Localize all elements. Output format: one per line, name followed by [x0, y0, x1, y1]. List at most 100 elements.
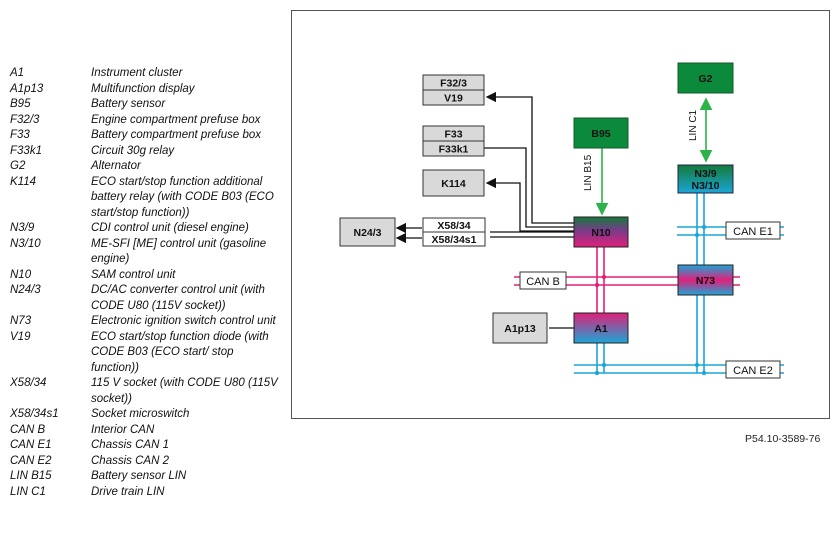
legend-item: X58/34s1 Socket microswitch [10, 407, 290, 423]
legend-description: 115 V socket (with CODE U80 (115V socket… [91, 377, 278, 405]
legend-code: G2 [10, 160, 26, 172]
module-b95: B95 [573, 117, 629, 149]
legend-code: LIN C1 [10, 485, 46, 498]
legend-code: X58/34s1 [10, 408, 59, 420]
g2-label: G2 [698, 73, 712, 85]
module-n10: N10 [573, 216, 629, 248]
legend-code: F33k1 [10, 144, 42, 157]
legend-item: A1p13 Multifunction display [10, 82, 290, 98]
legend-item: F32/3 Engine compartment prefuse box [10, 113, 290, 129]
legend-description: DC/AC converter control unit (with CODE … [91, 284, 265, 312]
legend-description: Chassis CAN 1 [91, 439, 169, 451]
f32-3-label: F32/3 [440, 78, 467, 90]
legend-item: CAN E1 Chassis CAN 1 [10, 438, 290, 454]
k114-label: K114 [441, 178, 466, 190]
x58-34s1-label: X58/34s1 [432, 234, 477, 246]
legend-description: Drive train LIN [91, 485, 165, 498]
legend-code: A1p13 [10, 82, 44, 95]
lin-c1-label: LIN C1 [688, 109, 699, 141]
legend-description: Electronic ignition switch control unit [91, 315, 276, 327]
module-n3-9-n3-10: N3/9 N3/10 [677, 164, 734, 194]
a1p13-label: A1p13 [504, 323, 536, 335]
module-n73: N73 [677, 264, 734, 296]
legend-item: B95 Battery sensor [10, 97, 290, 113]
legend-description: ME-SFI [ME] control unit (gasoline engin… [91, 237, 267, 266]
legend-description: Battery compartment prefuse box [91, 129, 262, 141]
can-e1-label: CAN E1 [733, 226, 773, 238]
module-a1p13: A1p13 [492, 312, 548, 344]
legend-code: LIN B15 [10, 470, 52, 482]
legend-code: CAN E2 [10, 454, 52, 467]
legend-item: A1 Instrument cluster [10, 66, 290, 82]
legend-item: N3/10 ME-SFI [ME] control unit (gasoline … [10, 237, 290, 268]
legend-description: SAM control unit [91, 268, 176, 281]
legend-item: N24/3 DC/AC converter control unit (with … [10, 283, 290, 314]
n10-a1-link [596, 247, 605, 313]
legend-item: LIN C1 Drive train LIN [10, 485, 290, 501]
n24-3-label: N24/3 [353, 227, 381, 239]
legend-code: F32/3 [10, 113, 40, 126]
can-b-tag: CAN B [519, 271, 567, 290]
junction-dots [594, 224, 707, 376]
a1-label: A1 [594, 323, 608, 335]
diagram-svg: LIN B15 LIN C1 F32/3 V19 F33 F33k1 K114 … [339, 62, 784, 379]
legend-code: A1 [10, 67, 25, 79]
a1-can-e2-link [596, 343, 605, 373]
n3-9-can-link [696, 193, 705, 373]
n73-label: N73 [696, 275, 715, 287]
legend-description: Engine compartment prefuse box [91, 113, 261, 126]
f33-label: F33 [444, 129, 462, 141]
x58-34-label: X58/34 [437, 220, 470, 232]
can-e2-tag: CAN E2 [725, 360, 781, 379]
legend-item: CAN E2 Chassis CAN 2 [10, 454, 290, 470]
legend-code: N3/9 [10, 222, 35, 234]
can-e2-label: CAN E2 [733, 365, 773, 377]
legend-description: Multifunction display [91, 82, 195, 95]
legend-item: N73 Electronic ignition switch control un… [10, 314, 290, 330]
n10-wires [483, 91, 574, 238]
x58-n24-wires [395, 222, 422, 244]
can-b-label: CAN B [526, 276, 560, 288]
legend-item: N10 SAM control unit [10, 268, 290, 284]
legend-description: Battery sensor LIN [91, 470, 187, 482]
legend-description: Circuit 30g relay [91, 144, 175, 157]
legend-item: F33 Battery compartment prefuse box [10, 128, 290, 144]
n10-label: N10 [591, 227, 610, 239]
legend-description: Interior CAN [91, 423, 155, 436]
network-diagram: LIN B15 LIN C1 F32/3 V19 F33 F33k1 K114 … [291, 10, 830, 419]
module-f32-3-v19: F32/3 V19 [422, 74, 485, 106]
legend-code: B95 [10, 98, 31, 110]
legend-description: Chassis CAN 2 [91, 454, 169, 467]
legend-code: K114 [10, 175, 37, 188]
f33k1-label: F33k1 [439, 144, 469, 156]
legend-description: Instrument cluster [91, 67, 183, 79]
b95-label: B95 [591, 128, 610, 140]
legend-description: Alternator [91, 160, 141, 172]
module-g2: G2 [677, 62, 734, 94]
legend-description: Socket microswitch [91, 408, 190, 420]
legend-code: X58/34 [10, 377, 47, 389]
module-x58-34: X58/34 X58/34s1 [422, 217, 486, 247]
legend-item: LIN B15 Battery sensor LIN [10, 469, 290, 485]
figure-reference: P54.10-3589-76 [745, 433, 821, 445]
legend-description: Battery sensor [91, 98, 166, 110]
legend-code: F33 [10, 129, 30, 141]
module-k114: K114 [422, 169, 485, 197]
can-e1-tag: CAN E1 [725, 221, 781, 240]
legend-code: CAN E1 [10, 439, 52, 451]
legend-item: K114 ECO start/stop function additional b… [10, 175, 290, 222]
n3-10-label: N3/10 [691, 180, 719, 192]
legend-description: ECO start/stop function diode (with CODE… [91, 330, 269, 374]
legend-code: N3/10 [10, 237, 41, 250]
legend-description: ECO start/stop function additional batte… [91, 175, 274, 219]
legend-code: N10 [10, 268, 32, 281]
legend-code: N24/3 [10, 284, 41, 296]
v19-label: V19 [444, 93, 463, 105]
module-a1: A1 [573, 312, 629, 344]
legend-code: N73 [10, 315, 32, 327]
lin-b15-label: LIN B15 [583, 154, 594, 191]
